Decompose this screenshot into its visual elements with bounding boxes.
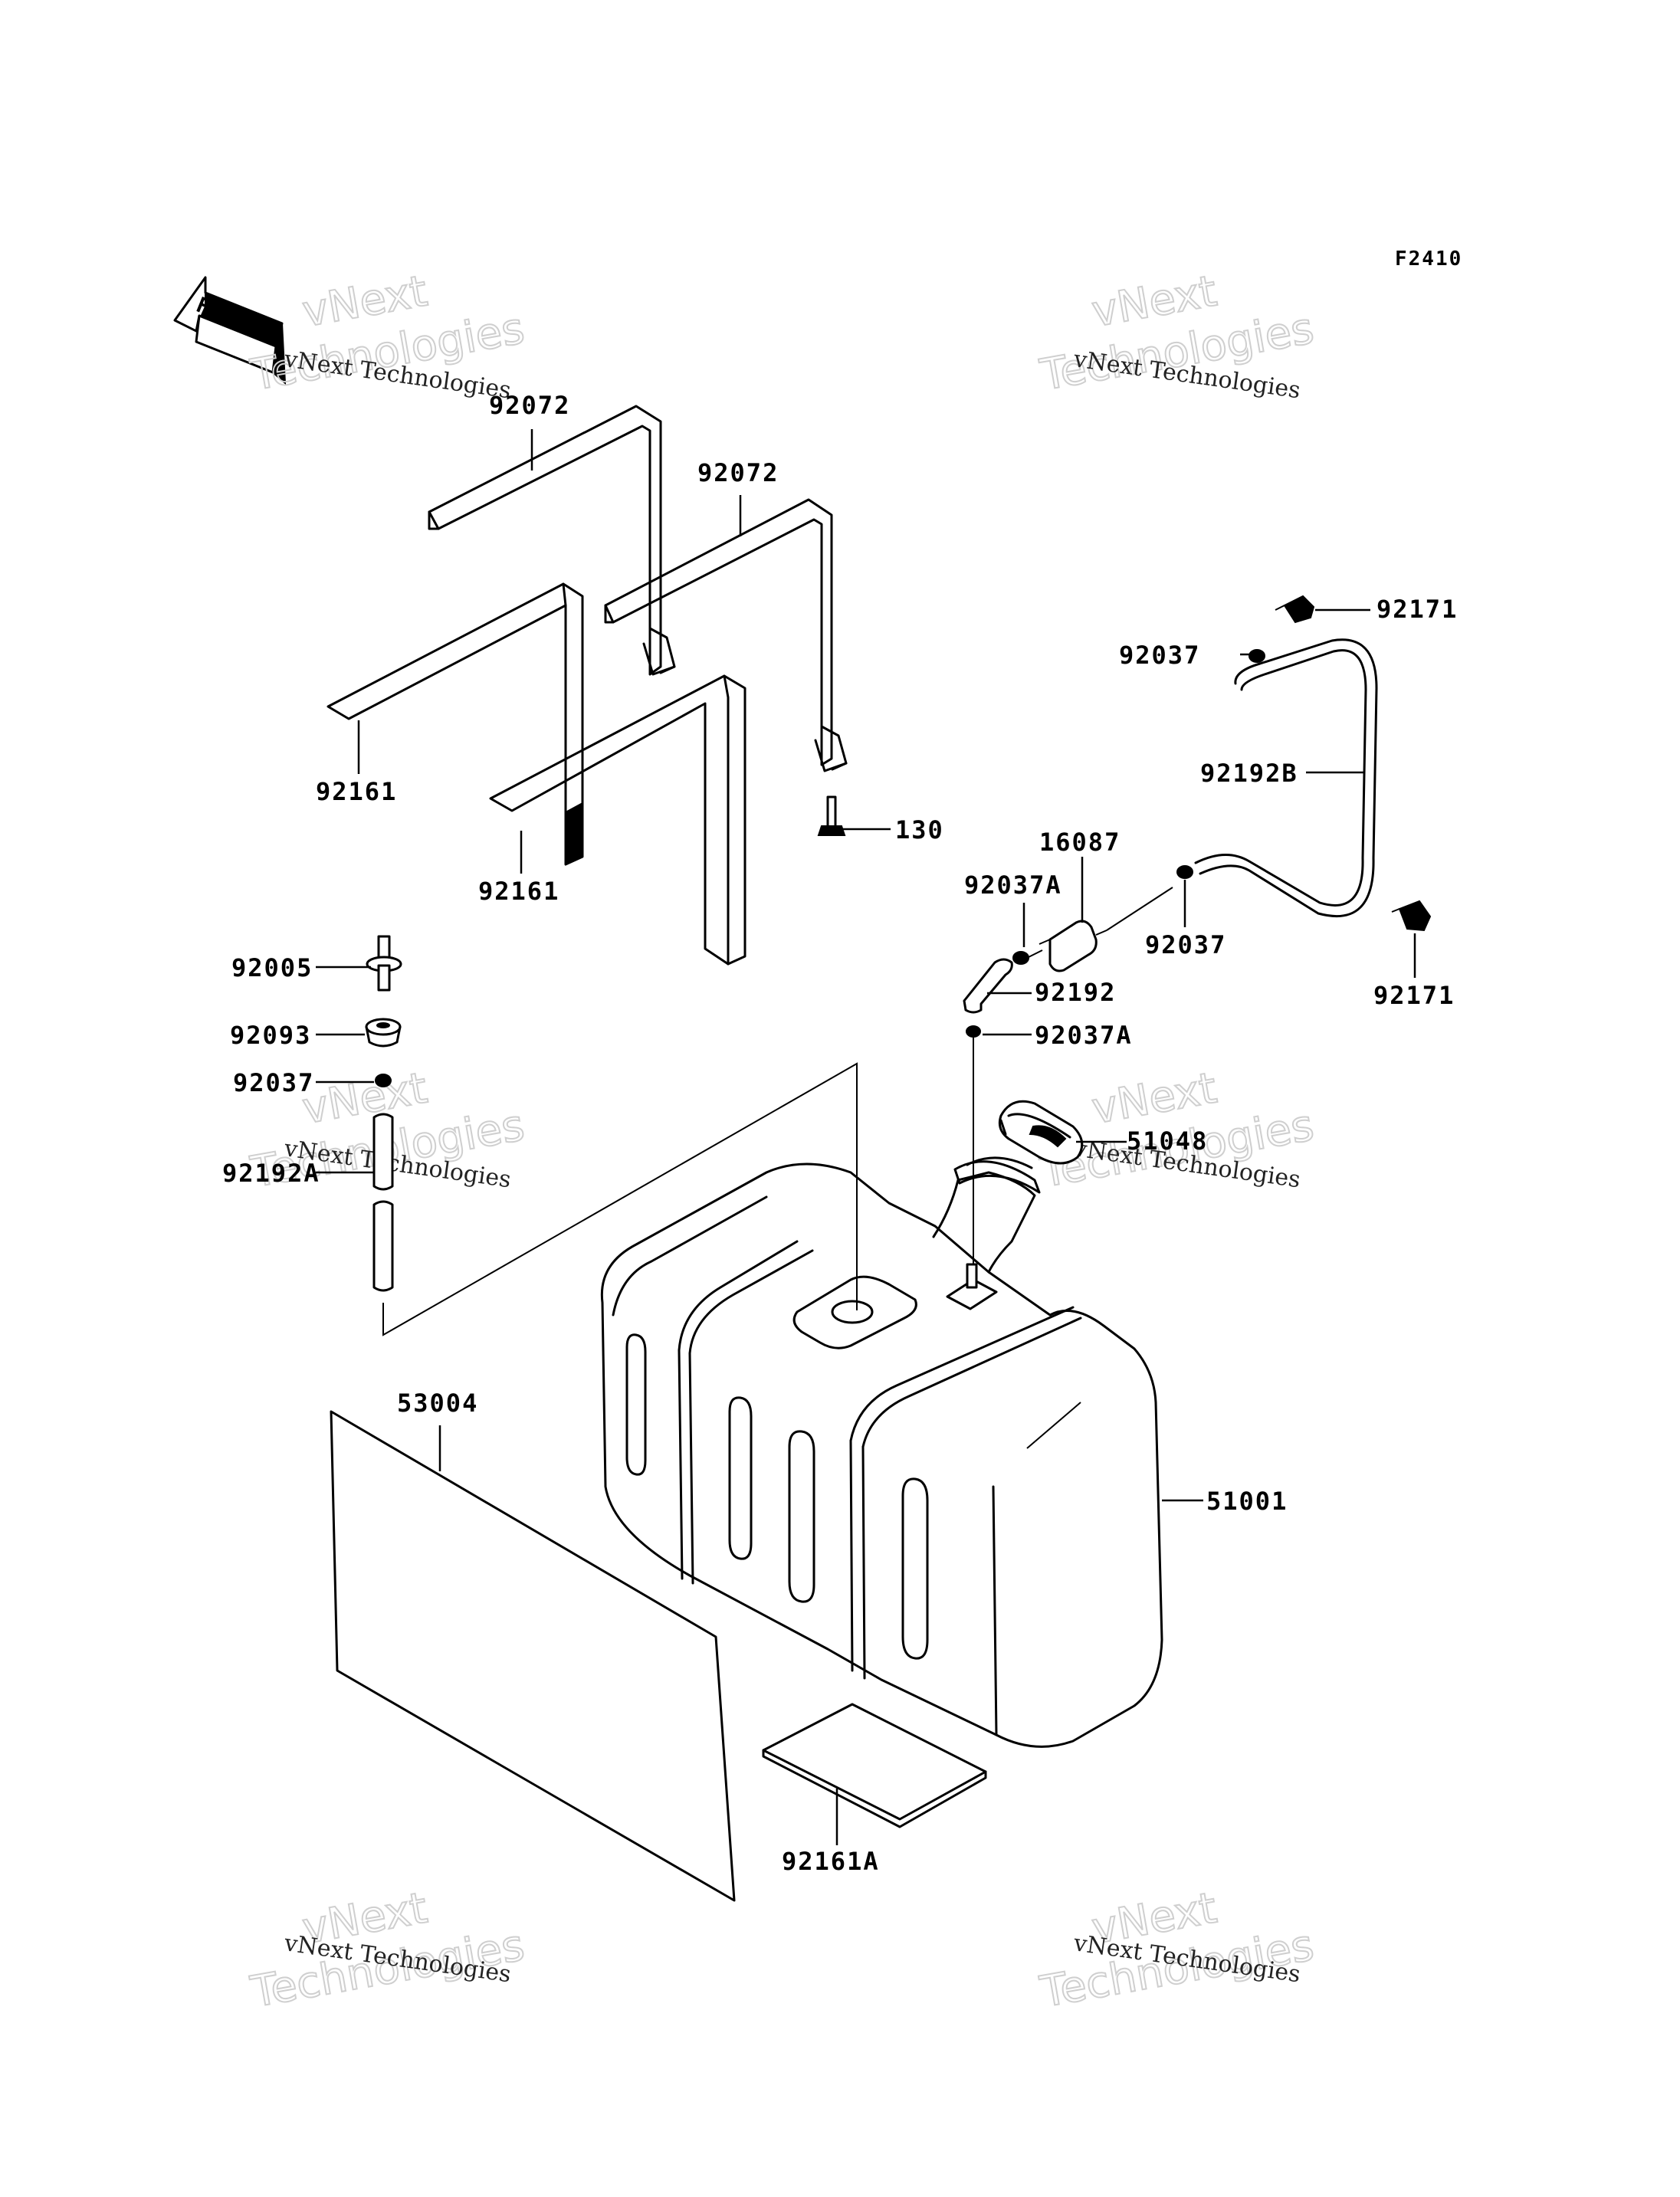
callout-92093: 92093 [230,1021,311,1050]
callout-51048: 51048 [1127,1126,1208,1156]
callout-92171-bottom: 92171 [1373,981,1455,1010]
bolt-130 [817,795,846,836]
strap-92161-right [489,674,746,966]
callout-53004: 53004 [397,1389,478,1418]
callout-92072-left: 92072 [489,391,570,420]
callout-92037-top: 92037 [1119,641,1200,670]
clamp-92037A-upper [1012,951,1029,965]
callout-92192A: 92192A [222,1159,320,1188]
callout-92037-left: 92037 [233,1068,314,1097]
pad-53004 [330,1410,736,1902]
clamp-92037-left [375,1074,392,1087]
strap-92161-left [326,582,584,866]
callout-92161-left: 92161 [316,777,397,806]
front-arrow-icon: FRONT [173,276,287,385]
hose-92192 [963,958,1013,1014]
clamp-92037-mid [1176,865,1193,879]
clamp-92037A-lower [966,1025,981,1038]
grommet-92093 [365,1018,402,1048]
clip-92171-bottom [1391,900,1432,932]
callout-92037A-upper: 92037A [964,871,1062,900]
strap-92072-left [428,405,676,676]
callout-92037-mid: 92037 [1145,930,1226,959]
clamp-92037-top [1249,649,1265,663]
callout-92005: 92005 [231,953,313,982]
hose-92192B [1194,638,1378,918]
filter-16087 [1026,887,1173,972]
callout-labels: 92072 92072 92161 92161 130 92005 92093 … [222,391,1458,1876]
guide-line [382,1062,858,1336]
fuel-cap-51048 [998,1100,1084,1165]
callout-92171-top: 92171 [1376,595,1458,624]
callout-16087: 16087 [1039,828,1121,857]
callout-92161-right: 92161 [478,877,559,906]
fuel-tank-51001 [600,1156,1163,1748]
callout-51001: 51001 [1206,1487,1288,1516]
figure-code: F2410 [1395,248,1462,271]
callout-130: 130 [895,815,944,844]
valve-92005 [366,935,402,992]
callout-92192B: 92192B [1200,759,1298,788]
hose-92192A [372,1113,394,1292]
callout-92161A: 92161A [782,1847,880,1876]
pad-92161A [762,1703,987,1828]
callout-92072-right: 92072 [697,458,779,487]
clip-92171-top [1275,595,1315,624]
callout-92192: 92192 [1035,978,1116,1007]
strap-92072-right [604,498,848,772]
leader-lines [316,429,1416,1845]
callout-92037A-lower: 92037A [1035,1021,1133,1050]
